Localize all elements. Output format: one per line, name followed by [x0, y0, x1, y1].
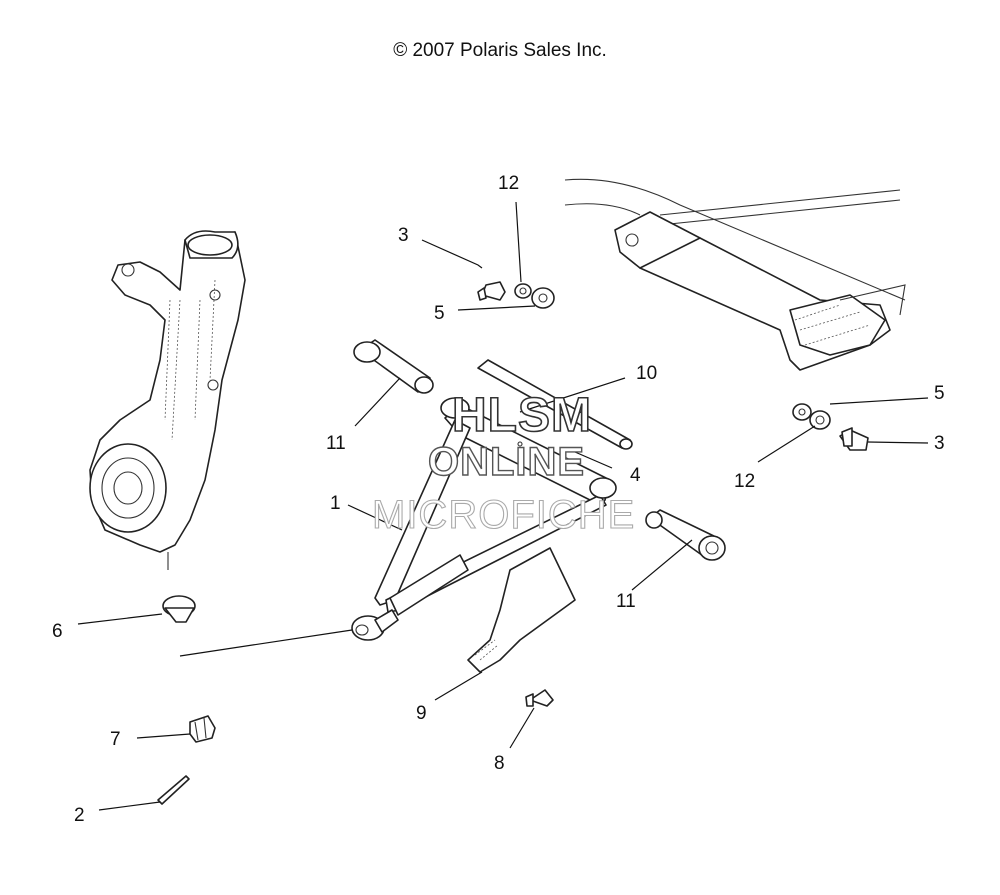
callout-7: 7: [110, 729, 121, 750]
callout-6: 6: [52, 621, 63, 642]
frame-section: [564, 178, 906, 371]
callout-10: 10: [636, 363, 658, 384]
callout-11-upper: 11: [326, 433, 346, 454]
lower-bolt-washers: [792, 403, 869, 451]
callout-8: 8: [494, 753, 505, 774]
copyright-notice: © 2007 Polaris Sales Inc.: [393, 40, 607, 61]
cotter-pin: [157, 775, 190, 805]
watermark-line-1: HLSM: [451, 389, 592, 442]
pivot-bushing-lower: [645, 509, 726, 561]
callout-12-lower: 12: [734, 471, 756, 492]
callout-1: 1: [330, 493, 341, 514]
watermark-line-3: MICROFICHE: [371, 493, 636, 537]
callout-3-upper: 3: [398, 225, 409, 246]
callout-5-lower: 5: [934, 383, 945, 404]
guard: [467, 547, 576, 673]
a-arm: [351, 397, 617, 641]
boot: [162, 595, 196, 623]
watermark-line-2: ONLINE: [427, 440, 586, 484]
pivot-tube: [477, 359, 633, 450]
screw: [525, 689, 554, 707]
callout-11-lower: 11: [616, 591, 636, 612]
spindle-knuckle: [89, 230, 246, 570]
callout-5-upper: 5: [434, 303, 445, 324]
upper-bolt-washers: [477, 281, 555, 309]
callout-9: 9: [416, 703, 427, 724]
castle-nut: [189, 715, 216, 743]
callout-3-lower: 3: [934, 433, 945, 454]
leader-lines: [77, 201, 929, 811]
callout-2: 2: [74, 805, 85, 826]
callout-4: 4: [630, 465, 641, 486]
pivot-bushing-upper: [353, 339, 434, 394]
callout-12-upper: 12: [498, 173, 520, 194]
